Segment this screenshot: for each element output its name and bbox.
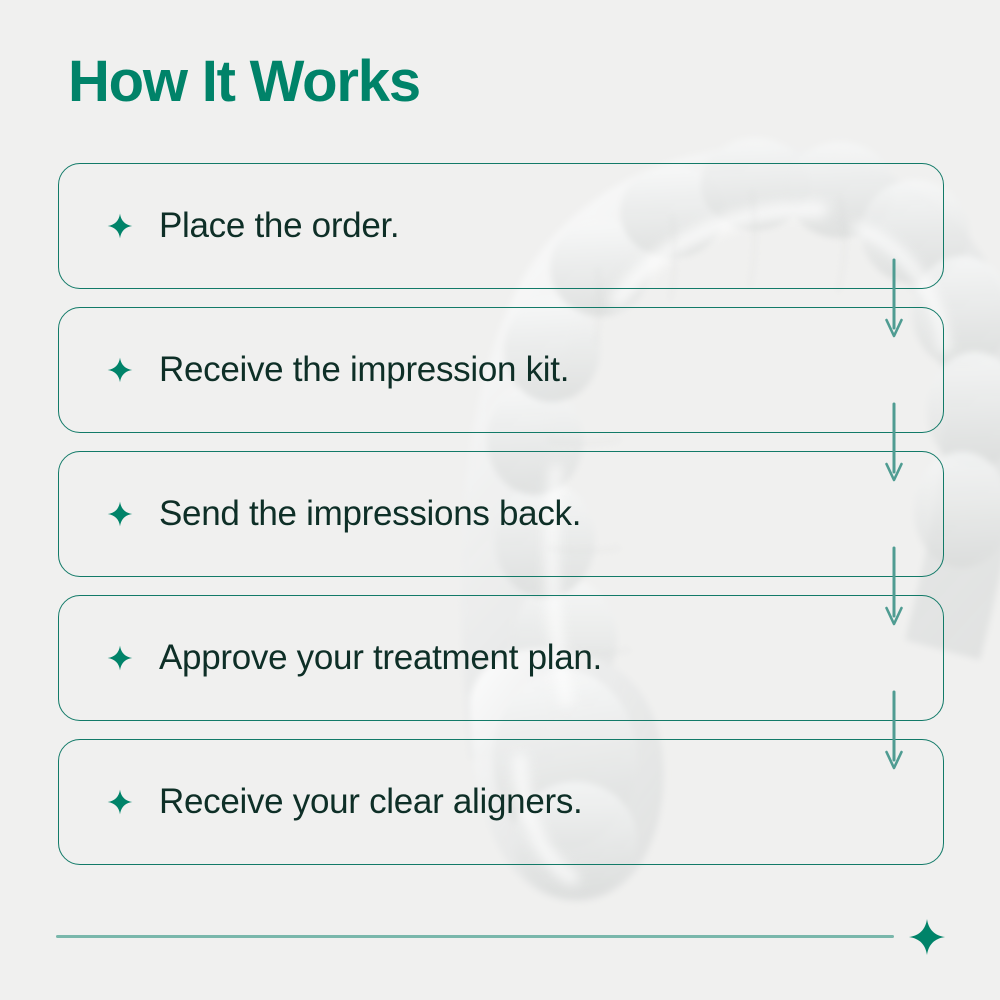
steps-list: Place the order. Receive the impression … xyxy=(58,163,944,865)
step-card-1[interactable]: Place the order. xyxy=(58,163,944,289)
sparkle-icon xyxy=(107,357,133,383)
footer xyxy=(0,918,1000,965)
step-label-2: Receive the impression kit. xyxy=(159,350,570,389)
connector-arrow-3-4 xyxy=(885,546,903,626)
connector-arrow-1-2 xyxy=(885,258,903,338)
footer-divider xyxy=(56,935,894,938)
step-label-5: Receive your clear aligners. xyxy=(159,782,583,821)
step-label-1: Place the order. xyxy=(159,206,400,245)
connector-arrow-2-3 xyxy=(885,402,903,482)
step-label-3: Send the impressions back. xyxy=(159,494,582,533)
step-card-3[interactable]: Send the impressions back. xyxy=(58,451,944,577)
sparkle-icon xyxy=(908,918,946,956)
sparkle-icon xyxy=(107,645,133,671)
step-label-4: Approve your treatment plan. xyxy=(159,638,602,677)
step-card-2[interactable]: Receive the impression kit. xyxy=(58,307,944,433)
sparkle-icon xyxy=(107,789,133,815)
page-title: How It Works xyxy=(68,49,421,114)
connector-arrow-4-5 xyxy=(885,690,903,770)
sparkle-icon xyxy=(107,213,133,239)
sparkle-icon xyxy=(107,501,133,527)
step-card-4[interactable]: Approve your treatment plan. xyxy=(58,595,944,721)
step-card-5[interactable]: Receive your clear aligners. xyxy=(58,739,944,865)
